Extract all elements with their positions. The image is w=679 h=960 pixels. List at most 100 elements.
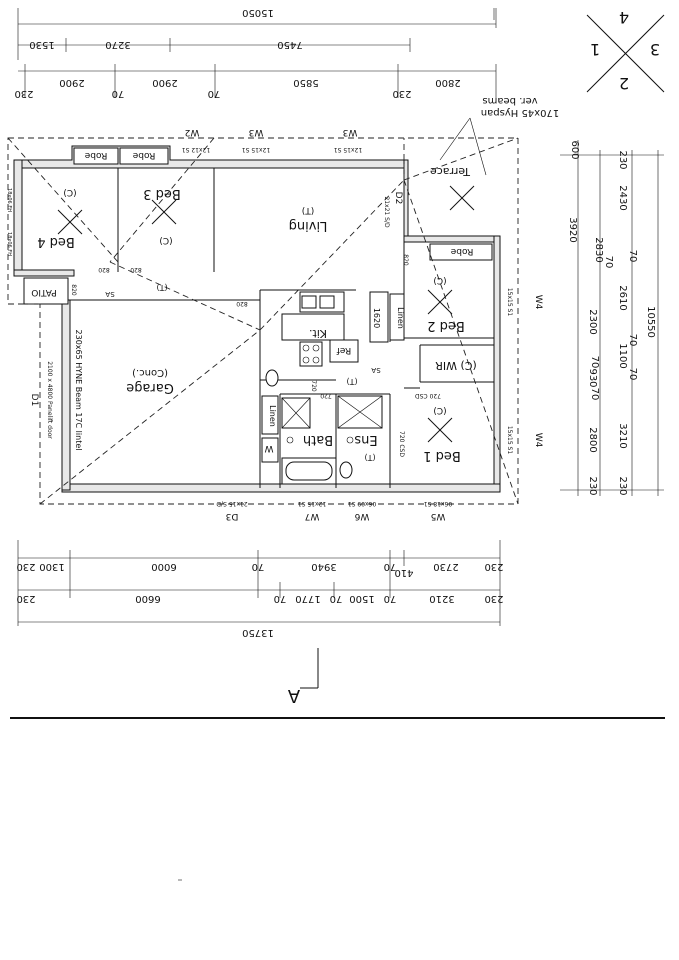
dim-top-1530: 1530 bbox=[29, 39, 54, 50]
dim-r-3210: 3210 bbox=[617, 423, 628, 448]
ens-t: (T) bbox=[364, 453, 375, 462]
dim-ri-70b: 70 bbox=[589, 356, 600, 369]
dim-ri-70c: 70 bbox=[603, 256, 614, 269]
dim-ri-600: 600 bbox=[569, 140, 580, 159]
dim-b-70b: 70 bbox=[384, 561, 397, 572]
room-bed2: Bed 2 bbox=[427, 318, 465, 333]
dim-top-230b: 230 bbox=[392, 88, 411, 99]
dim-b2-230a: 230 bbox=[16, 593, 35, 604]
robe-bed2: Robe bbox=[450, 246, 473, 256]
dim-b2-230b: 230 bbox=[484, 593, 503, 604]
room-labels: Bed 4 (C) Bed 3 (C) Living (T) Bed 2 (C)… bbox=[31, 150, 477, 463]
dim-r-2610: 2610 bbox=[617, 285, 628, 310]
door-820-bed4: 820 bbox=[98, 266, 110, 273]
dim-r-70a: 70 bbox=[627, 368, 638, 381]
size-w4b: 15x15 S1 bbox=[506, 426, 513, 455]
dim-ri-2830: 2830 bbox=[593, 237, 604, 262]
door-720-hall: 720 bbox=[320, 392, 332, 399]
room-bed2-c: (C) bbox=[433, 275, 446, 285]
robe-bed4: Robe bbox=[84, 150, 107, 160]
dim-top-70b: 70 bbox=[208, 88, 221, 99]
dim-b-1300: 1300 bbox=[39, 561, 64, 572]
linen-bed2: Linen bbox=[396, 307, 405, 329]
label-w3a: W3 bbox=[249, 127, 264, 137]
sa-1: SA bbox=[105, 290, 115, 298]
room-bed1-c: (C) bbox=[433, 405, 446, 415]
dim-ri-3920: 3920 bbox=[567, 217, 578, 242]
room-terrace: Terrace bbox=[430, 165, 471, 178]
bottom-dimensions: 230 1300 6000 70 3940 70 410 2730 230 23… bbox=[16, 540, 504, 638]
dim-top-2800: 2800 bbox=[435, 77, 460, 88]
label-d2: D2 bbox=[393, 192, 403, 205]
dim-1620: 1620 bbox=[372, 308, 381, 328]
room-living-t: (T) bbox=[302, 205, 315, 215]
orientation-marker: 1 2 3 4 bbox=[586, 8, 665, 93]
size-w5: 06x18 S1 bbox=[424, 500, 453, 507]
label-w5: W5 bbox=[431, 511, 446, 521]
robe-bed3: Robe bbox=[132, 150, 155, 160]
panelift-label: 2100 x 4800 Panelift door bbox=[46, 361, 53, 439]
room-garage: Garage bbox=[126, 380, 174, 395]
size-w7: 12x15 S1 bbox=[298, 500, 327, 507]
room-wir: (C) WIR bbox=[435, 359, 477, 372]
beam-label: 230x65 HYNE Beam 17C lintel bbox=[74, 330, 83, 451]
compass-3: 3 bbox=[650, 40, 660, 59]
ver-beams-label: ver. beams bbox=[482, 95, 537, 106]
fan-bed1 bbox=[427, 417, 453, 443]
dim-ri-230a: 230 bbox=[587, 476, 598, 495]
hall2-t: (T) bbox=[346, 377, 357, 386]
label-w3b: W3 bbox=[343, 127, 358, 137]
dim-ri-2800: 2800 bbox=[587, 427, 598, 452]
label-w7: W7 bbox=[305, 511, 320, 521]
door-820-garage: 820 bbox=[236, 300, 248, 307]
fan-terrace bbox=[449, 185, 475, 211]
dim-b2-1500: 1500 bbox=[349, 593, 374, 604]
dim-b2-70b: 70 bbox=[330, 593, 343, 604]
dim-r-70c: 70 bbox=[627, 250, 638, 263]
dim-r-230a: 230 bbox=[617, 476, 628, 495]
dim-r-1100: 1100 bbox=[617, 343, 628, 368]
label-w4b: W4 bbox=[533, 433, 543, 448]
size-w3b: 12x15 S1 bbox=[334, 146, 363, 153]
dim-top-overall: 15050 bbox=[242, 7, 274, 18]
door-720-csd-a: 720 CSD bbox=[398, 431, 405, 457]
door-820-bed2: 820 bbox=[402, 254, 409, 266]
room-patio: PATIO bbox=[31, 287, 57, 297]
room-living: Living bbox=[289, 218, 328, 233]
room-bath: Bath bbox=[303, 432, 333, 447]
fh-a: 18x06 FH bbox=[6, 188, 12, 212]
dim-ri-930: 930 bbox=[587, 368, 598, 387]
room-bed4: Bed 4 bbox=[37, 234, 75, 249]
dim-b-230b: 230 bbox=[484, 561, 503, 572]
room-bed3-c: (C) bbox=[159, 235, 172, 245]
dim-b-70a: 70 bbox=[252, 561, 265, 572]
hall-t: (T) bbox=[156, 283, 167, 292]
opening-labels: W2 W3 W3 12x12 S1 12x15 S1 12x15 S1 D2 2… bbox=[6, 127, 543, 521]
dim-top-7450: 7450 bbox=[277, 39, 302, 50]
dim-b-230a: 230 bbox=[16, 561, 35, 572]
dim-b2-6600: 6600 bbox=[135, 593, 160, 604]
label-w4a: W4 bbox=[533, 295, 543, 310]
dim-b-overall: 13750 bbox=[242, 627, 274, 638]
section-marker: A bbox=[287, 648, 319, 706]
fan-bed2 bbox=[427, 289, 453, 315]
dim-top-230a: 230 bbox=[14, 88, 33, 99]
door-820-patio: 820 bbox=[70, 284, 77, 296]
linen-bath: Linen bbox=[268, 405, 277, 427]
dim-b-6000: 6000 bbox=[151, 561, 176, 572]
fan-bed4 bbox=[57, 209, 83, 235]
door-720-csd-b: 720 CSD bbox=[415, 392, 441, 399]
dim-b2-70a: 70 bbox=[274, 593, 287, 604]
room-ens: Ens bbox=[354, 432, 377, 447]
dim-r-70b: 70 bbox=[627, 334, 638, 347]
dim-b2-3210: 3210 bbox=[429, 593, 454, 604]
room-ref: Ref bbox=[336, 345, 351, 355]
dim-b2-70c: 70 bbox=[384, 593, 397, 604]
room-w: W bbox=[264, 443, 273, 453]
size-w2: 12x12 S1 bbox=[182, 146, 211, 153]
label-d1: D1 bbox=[29, 394, 39, 407]
hyspan-label: 170x45 Hyspan bbox=[481, 107, 559, 118]
door-820-bed3: 820 bbox=[130, 266, 142, 273]
dim-r-2430: 2430 bbox=[617, 185, 628, 210]
